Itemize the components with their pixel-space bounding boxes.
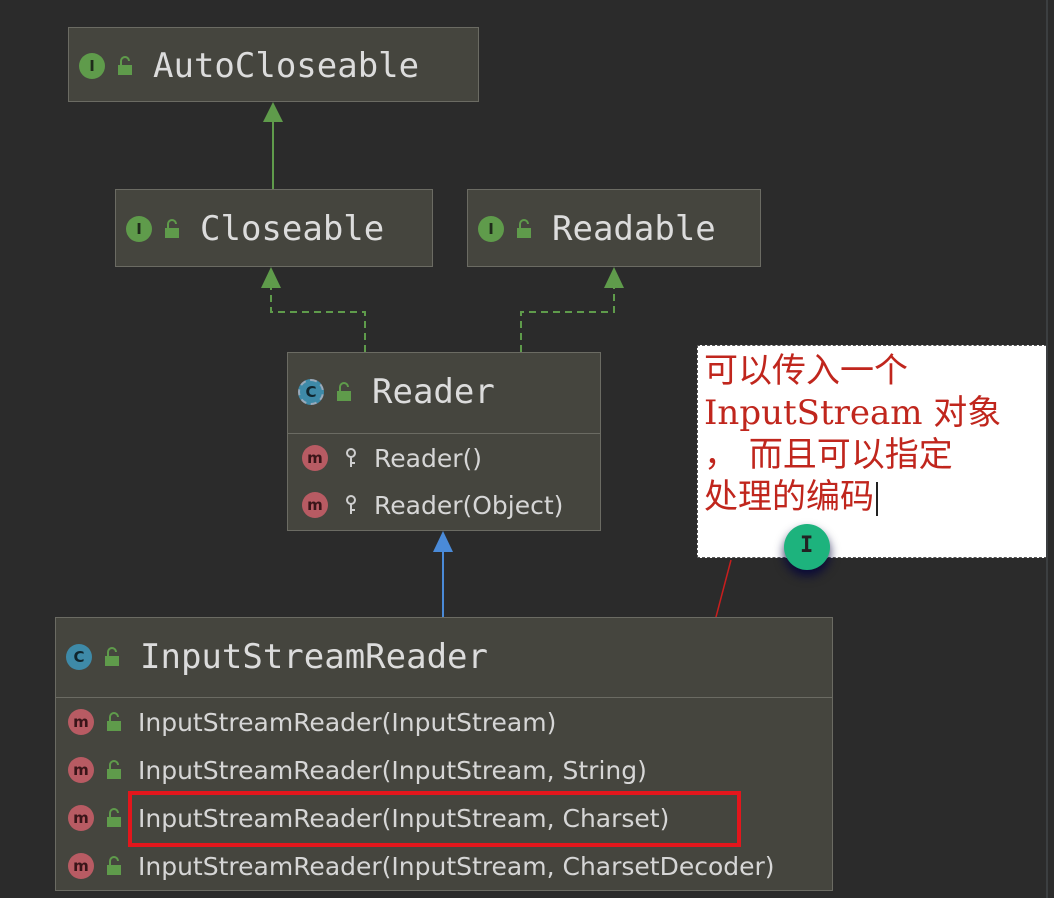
abstract-class-badge-icon: C bbox=[298, 379, 324, 405]
member-label: InputStreamReader(InputStream, String) bbox=[138, 755, 647, 785]
method-badge-icon: m bbox=[302, 445, 328, 471]
method-badge-icon: m bbox=[68, 709, 94, 735]
member-label: Reader(Object) bbox=[374, 490, 564, 520]
class-inputstreamreader-node[interactable]: C InputStreamReader m InputStreamReader(… bbox=[55, 617, 833, 891]
member-label: InputStreamReader(InputStream, Charset) bbox=[138, 803, 670, 833]
member-row[interactable]: m Reader(Object) bbox=[288, 483, 600, 527]
public-lock-icon bbox=[165, 219, 179, 238]
arrowhead-readable bbox=[604, 267, 624, 288]
arrow-reader-to-readable bbox=[520, 288, 615, 352]
note-line: InputStream 对象 bbox=[704, 393, 1002, 433]
member-row[interactable]: m InputStreamReader(InputStream, Charset… bbox=[56, 796, 832, 840]
node-title: AutoCloseable bbox=[153, 45, 420, 86]
note-line: ， 而且可以指定 bbox=[704, 435, 953, 475]
member-label: InputStreamReader(InputStream, CharsetDe… bbox=[138, 851, 775, 881]
member-row[interactable]: m InputStreamReader(InputStream, Charset… bbox=[56, 844, 832, 888]
public-lock-icon bbox=[517, 219, 531, 238]
node-title: Readable bbox=[552, 209, 716, 249]
method-badge-icon: m bbox=[68, 757, 94, 783]
node-divider bbox=[56, 697, 832, 698]
member-row[interactable]: m InputStreamReader(InputStream, String) bbox=[56, 748, 832, 792]
interface-badge-icon: I bbox=[478, 216, 504, 242]
method-badge-icon: m bbox=[302, 492, 328, 518]
text-cursor-icon: I bbox=[800, 533, 814, 558]
interface-readable-node[interactable]: I Readable bbox=[467, 189, 761, 267]
note-line: 可以传入一个 bbox=[704, 351, 908, 391]
class-badge-icon: C bbox=[66, 644, 92, 670]
public-lock-icon bbox=[118, 55, 132, 75]
node-divider bbox=[288, 433, 600, 434]
public-lock-icon bbox=[337, 382, 351, 401]
method-badge-icon: m bbox=[68, 805, 94, 831]
public-lock-icon bbox=[107, 808, 121, 827]
interface-badge-icon: I bbox=[126, 216, 152, 242]
node-title: Reader bbox=[372, 372, 495, 412]
public-lock-icon bbox=[107, 856, 121, 875]
note-line-text: 处理的编码 bbox=[704, 477, 874, 517]
protected-key-icon bbox=[346, 448, 356, 467]
public-lock-icon bbox=[107, 712, 121, 731]
interface-closeable-node[interactable]: I Closeable bbox=[115, 189, 433, 267]
interface-autocloseable-node[interactable]: I AutoCloseable bbox=[68, 27, 479, 102]
member-label: InputStreamReader(InputStream) bbox=[138, 707, 557, 737]
mouse-cursor-highlight bbox=[784, 524, 830, 570]
annotation-note[interactable]: 可以传入一个 InputStream 对象 ， 而且可以指定 处理的编码 bbox=[697, 345, 1047, 558]
interface-badge-icon: I bbox=[79, 52, 105, 79]
highlight-box bbox=[128, 791, 741, 847]
arrowhead-closeable bbox=[261, 267, 281, 288]
class-reader-node[interactable]: C Reader m Reader() m Reader(Object) bbox=[287, 352, 601, 531]
method-badge-icon: m bbox=[68, 853, 94, 879]
member-label: Reader() bbox=[374, 443, 482, 473]
text-caret bbox=[876, 482, 878, 516]
note-line: 处理的编码 bbox=[704, 476, 1040, 518]
public-lock-icon bbox=[105, 647, 119, 666]
node-title: Closeable bbox=[200, 209, 385, 249]
protected-key-icon bbox=[346, 495, 356, 514]
member-row[interactable]: m InputStreamReader(InputStream) bbox=[56, 700, 832, 744]
node-title: InputStreamReader bbox=[140, 637, 488, 677]
window-edge bbox=[1046, 0, 1048, 898]
public-lock-icon bbox=[107, 760, 121, 779]
arrowhead-reader bbox=[433, 531, 453, 552]
member-row[interactable]: m Reader() bbox=[288, 436, 600, 480]
arrow-reader-to-closeable bbox=[270, 288, 366, 352]
arrowhead-autocloseable bbox=[263, 102, 283, 122]
